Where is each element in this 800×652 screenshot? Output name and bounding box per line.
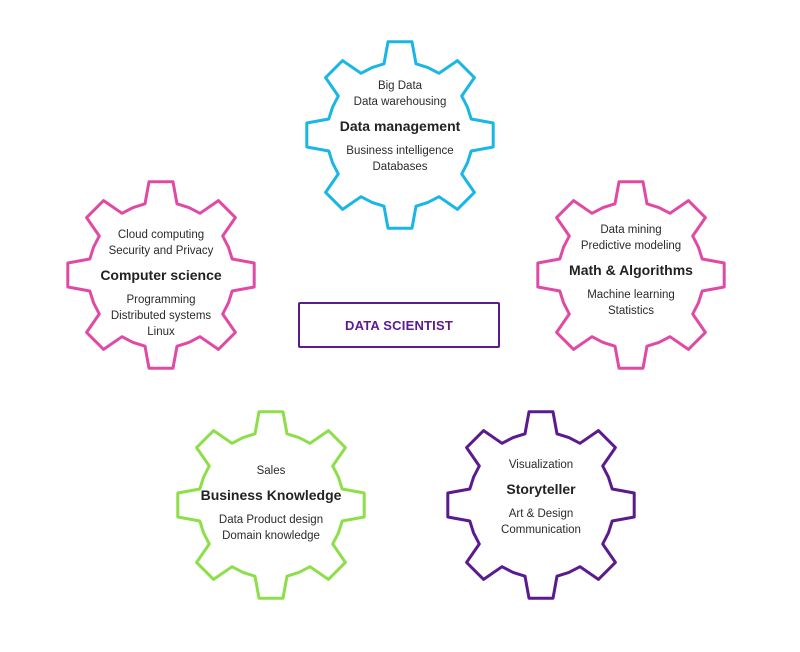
center-label: DATA SCIENTIST xyxy=(345,317,453,333)
math-algorithms-skill: Statistics xyxy=(607,305,654,317)
storyteller-gear xyxy=(446,410,636,600)
center-box: DATA SCIENTIST xyxy=(298,302,500,348)
business-knowledge-skill: Sales xyxy=(256,465,286,477)
data-management-title: Data management xyxy=(339,118,461,134)
storyteller-skill: Art & Design xyxy=(508,508,574,520)
business-knowledge-skill: Domain knowledge xyxy=(222,530,320,542)
computer-science-gear xyxy=(66,180,256,370)
math-algorithms-skill: Data mining xyxy=(600,224,662,236)
business-knowledge-skill: Data Product design xyxy=(218,514,324,526)
storyteller-skill: Visualization xyxy=(508,459,574,471)
data-management-skill: Databases xyxy=(372,161,428,173)
math-algorithms-skill: Predictive modeling xyxy=(580,240,682,252)
business-knowledge-title: Business Knowledge xyxy=(200,487,342,503)
storyteller-skill: Communication xyxy=(501,524,581,536)
computer-science-skill: Programming xyxy=(126,294,196,306)
computer-science-skill: Cloud computing xyxy=(117,229,205,241)
data-management-skill: Data warehousing xyxy=(353,96,447,108)
math-algorithms-gear xyxy=(536,180,726,370)
computer-science-skill: Security and Privacy xyxy=(108,245,214,257)
computer-science-skill: Linux xyxy=(147,326,175,338)
storyteller-title: Storyteller xyxy=(506,481,576,497)
business-knowledge-gear xyxy=(176,410,366,600)
data-management-skill: Business intelligence xyxy=(346,145,454,157)
math-algorithms-skill: Machine learning xyxy=(587,289,675,301)
computer-science-skill: Distributed systems xyxy=(110,310,212,322)
data-management-gear xyxy=(305,40,495,230)
computer-science-title: Computer science xyxy=(100,267,222,283)
data-management-skill: Big Data xyxy=(377,80,423,92)
math-algorithms-title: Math & Algorithms xyxy=(569,262,693,278)
